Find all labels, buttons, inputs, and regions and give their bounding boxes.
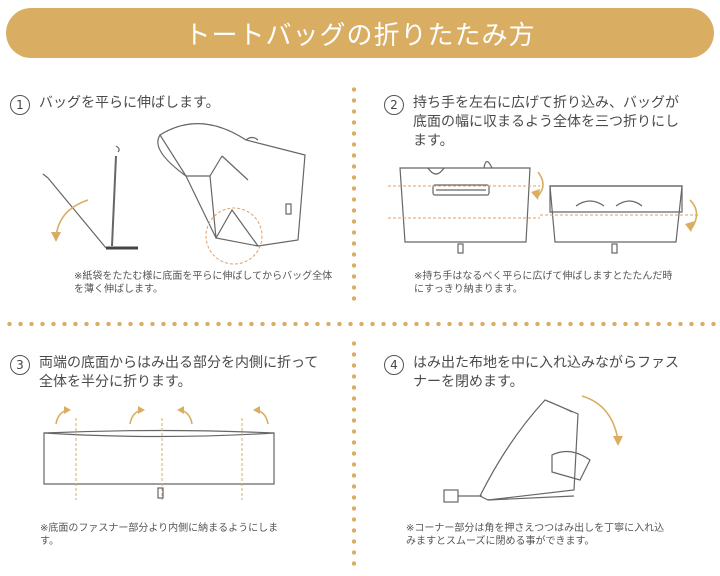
page-title: トートバッグの折りたたみ方: [184, 20, 536, 51]
step-instruction: はみ出た布地を中に入れ込みながらファスナーを閉めます。: [413, 355, 679, 390]
step-number-badge: 4: [384, 355, 404, 375]
vertical-divider-bottom: [352, 338, 356, 570]
step-1: 1 バッグを平らに伸ばします。: [10, 94, 330, 115]
step-instruction: バッグを平らに伸ばします。: [39, 95, 220, 111]
step-note: ※持ち手はなるべく平らに広げて伸ばしますとたたんだ時にすっきり納まります。: [414, 271, 673, 295]
step-instruction: 両端の底面からはみ出る部分を内側に折って全体を半分に折ります。: [39, 355, 319, 390]
step-number-badge: 1: [10, 95, 30, 115]
vertical-divider-top: [352, 84, 356, 306]
step-number-badge: 2: [384, 95, 404, 115]
step-4: 4 はみ出た布地を中に入れ込みながらファスナーを閉めます。: [384, 354, 684, 392]
step-note: ※底面のファスナー部分より内側に納まるようにします。: [40, 523, 279, 547]
title-banner: トートバッグの折りたたみ方: [6, 8, 714, 58]
step-note: ※紙袋をたたむ様に底面を平らに伸ばしてからバッグ全体を薄く伸ばします。: [74, 271, 333, 295]
step-note: ※コーナー部分は角を押さえつつはみ出しを丁寧に入れ込みますとスムーズに閉める事が…: [406, 523, 665, 547]
step-instruction: 持ち手を左右に広げて折り込み、バッグが底面の幅に収まるよう全体を三つ折りにします…: [413, 95, 679, 149]
step-2: 2 持ち手を左右に広げて折り込み、バッグが底面の幅に収まるよう全体を三つ折りにし…: [384, 94, 684, 151]
step-3: 3 両端の底面からはみ出る部分を内側に折って全体を半分に折ります。: [10, 354, 330, 392]
horizontal-divider: [4, 322, 716, 326]
step-number-badge: 3: [10, 355, 30, 375]
